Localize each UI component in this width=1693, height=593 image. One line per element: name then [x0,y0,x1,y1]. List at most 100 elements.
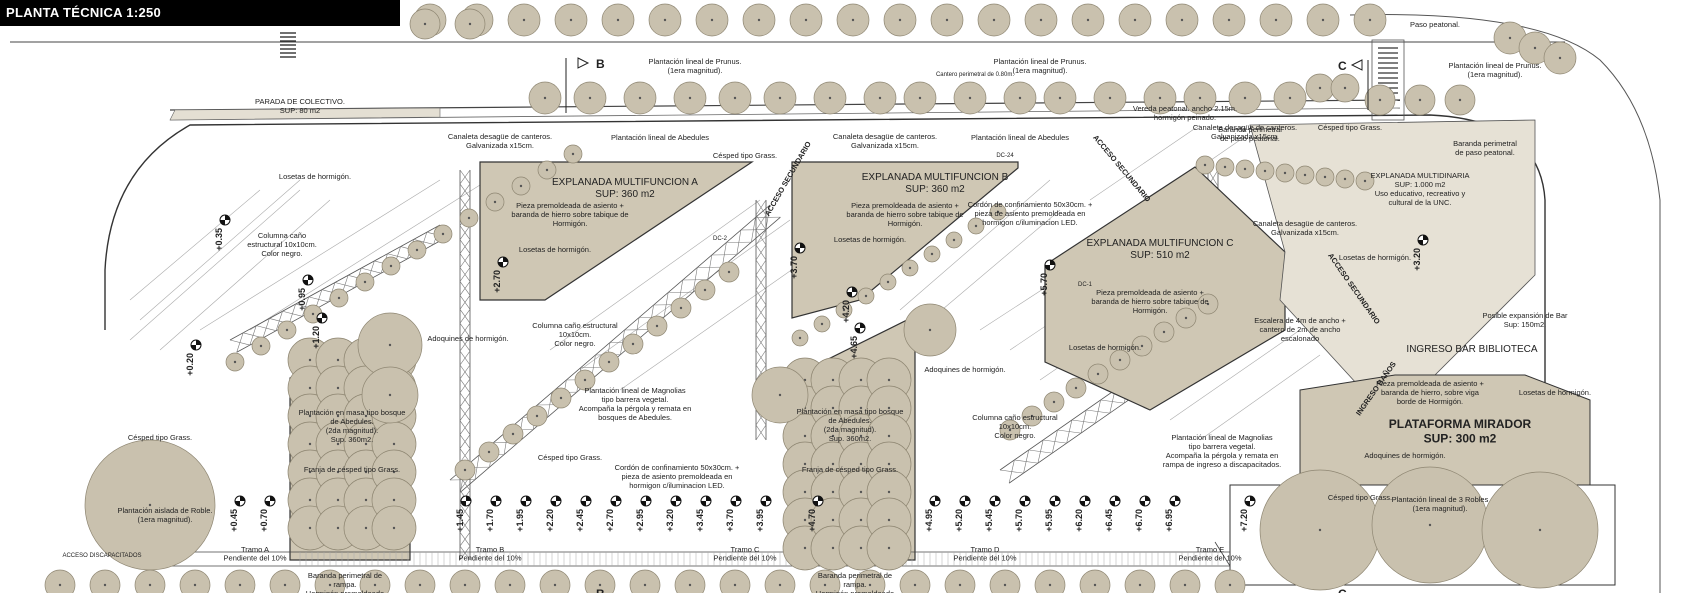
label-abedules-2: Plantación lineal de Abedules [971,133,1069,142]
level-symbol-fill [611,501,616,506]
level-symbol-fill [586,496,591,501]
level-symbol-fill [646,496,651,501]
label-cesped-mid: Césped tipo Grass. [538,453,602,462]
tree-trunk [308,358,312,362]
section-mark-c-top: C [1338,59,1347,73]
label-losetas-1: Losetas de hormigón. [279,172,351,181]
tree-trunk [859,406,863,410]
tree-trunk [996,210,1000,214]
level-value: +2.95 [635,509,645,532]
level-symbol-fill [706,496,711,501]
level-mark: +3.20 [665,495,682,532]
level-symbol-fill [317,318,322,323]
section-mark-c-bottom: C [1338,587,1347,593]
paving-line [249,184,481,331]
label-ingreso-bar: INGRESO BAR BIBLIOTECA [1406,344,1537,355]
tree-trunk [631,342,635,346]
level-mark: +0.20 [185,339,202,376]
level-value: +6.70 [1134,509,1144,532]
level-symbol-fill [220,220,225,225]
tree-trunk [1243,96,1247,100]
tree-trunk [1093,583,1097,587]
tree-trunk [803,462,807,466]
tree-trunk [831,434,835,438]
paving-line [1089,124,1201,201]
label-losetas-multi: Losetas de hormigón. [1339,253,1411,262]
tree-trunk [311,312,315,316]
tree-trunk [336,526,340,530]
tree-trunk [859,434,863,438]
label-adoquines-3: Adoquines de hormigón. [1364,451,1445,460]
section-mark-b-top: B [596,57,605,71]
tree-trunk [418,583,422,587]
level-mark: +6.45 [1104,495,1121,532]
tree-trunk [992,18,996,22]
tree-trunk [598,583,602,587]
level-value: +5.70 [1039,273,1049,296]
tree-trunk [1184,316,1188,320]
tree-trunk [463,468,467,472]
tree-prunus [1079,569,1111,593]
explanada-c-plaza [1044,166,1286,411]
level-mark: +0.70 [259,495,276,532]
level-symbol-fill [466,496,471,501]
tree-trunk [803,546,807,550]
tree-trunk [887,490,891,494]
tree-trunk [859,378,863,382]
level-symbol-fill [225,215,230,220]
level-symbol-fill [1025,496,1030,501]
level-value: +0.20 [185,353,195,376]
level-mark: +0.45 [229,495,246,532]
label-dc-2: DC-2 [713,236,728,242]
tree-prunus [359,569,391,593]
level-value: +1.45 [455,509,465,532]
level-mark: +3.70 [789,242,806,279]
tree-trunk [831,462,835,466]
label-cesped-top-1: Césped tipo Grass. [713,151,777,160]
level-symbol-fill [1245,501,1250,506]
paving-line [129,189,261,301]
level-symbol-fill [1110,501,1115,506]
tree-trunk [1368,18,1372,22]
tree-trunk [388,393,392,397]
tree-trunk [831,518,835,522]
section-marks: B C B C [565,57,1369,593]
tree-trunk [308,442,312,446]
level-symbol-fill [761,501,766,506]
level-value: +1.20 [311,326,321,349]
level-value: +3.70 [725,509,735,532]
level-value: +3.20 [1412,248,1422,271]
level-symbol-fill [1020,501,1025,506]
level-symbol-fill [860,323,865,328]
tree-trunk [308,414,312,418]
level-mark: +4.95 [924,495,941,532]
label-pieza-a: Pieza premoldeada de asiento +baranda de… [511,201,628,228]
level-mark: +3.70 [725,495,742,532]
tree-trunk [543,96,547,100]
tree-trunk [859,518,863,522]
level-symbol-fill [1050,260,1055,265]
explanada-a-plaza [479,161,754,301]
tree-trunk [1158,96,1162,100]
level-symbol-fill [265,501,270,506]
tree-trunk [831,490,835,494]
level-symbol-fill [766,496,771,501]
tree-trunk [952,238,956,242]
paving-line [929,209,1061,321]
tree-trunk [571,152,575,156]
tree-trunk [1458,98,1462,102]
level-symbol-fill [1145,496,1150,501]
tree-trunk [864,294,868,298]
tree-trunk [1303,173,1307,177]
label-cesped-left: Césped tipo Grass. [128,433,192,442]
level-symbol-fill [551,501,556,506]
level-mark: +2.45 [575,495,592,532]
tree-trunk [559,396,563,400]
tree-trunk [493,200,497,204]
level-symbol-fill [960,501,965,506]
